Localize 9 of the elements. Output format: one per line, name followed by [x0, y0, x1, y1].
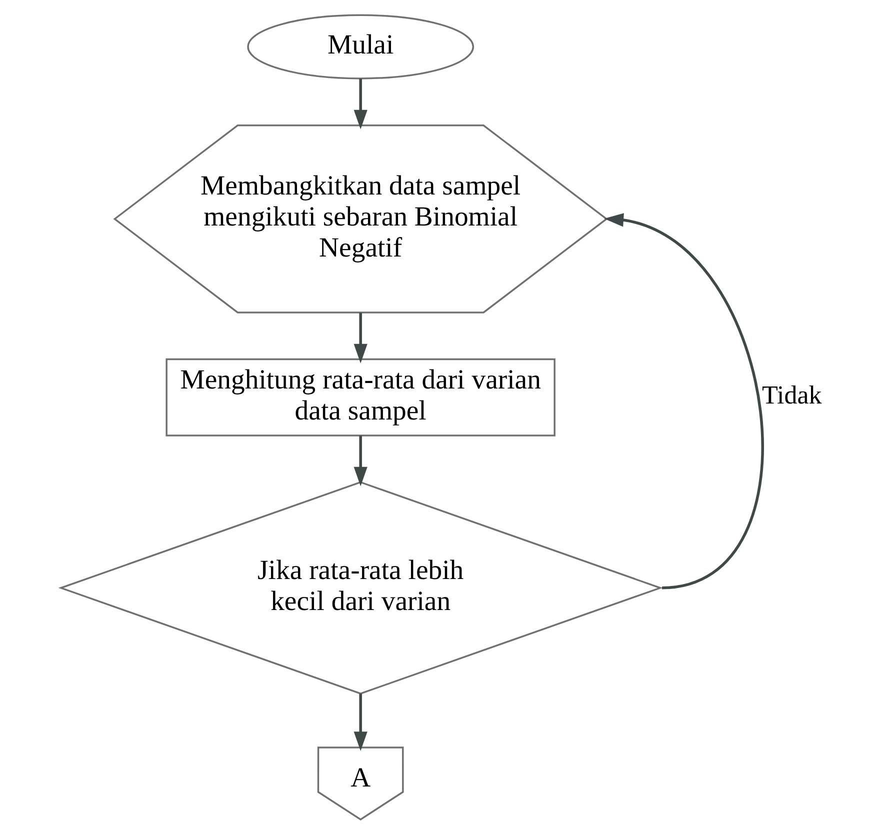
- edge-label: Tidak: [762, 380, 822, 410]
- arrow: [354, 436, 368, 486]
- arrow: [354, 78, 368, 130]
- arrow: [354, 312, 368, 364]
- node-diamond: Jika rata-rata lebih kecil dari varian: [58, 481, 663, 694]
- arrow: [604, 213, 764, 590]
- node-box: Menghitung rata-rata dari varian data sampel: [166, 358, 556, 436]
- node-ellipse: Mulai: [247, 14, 474, 80]
- arrow: [354, 694, 368, 752]
